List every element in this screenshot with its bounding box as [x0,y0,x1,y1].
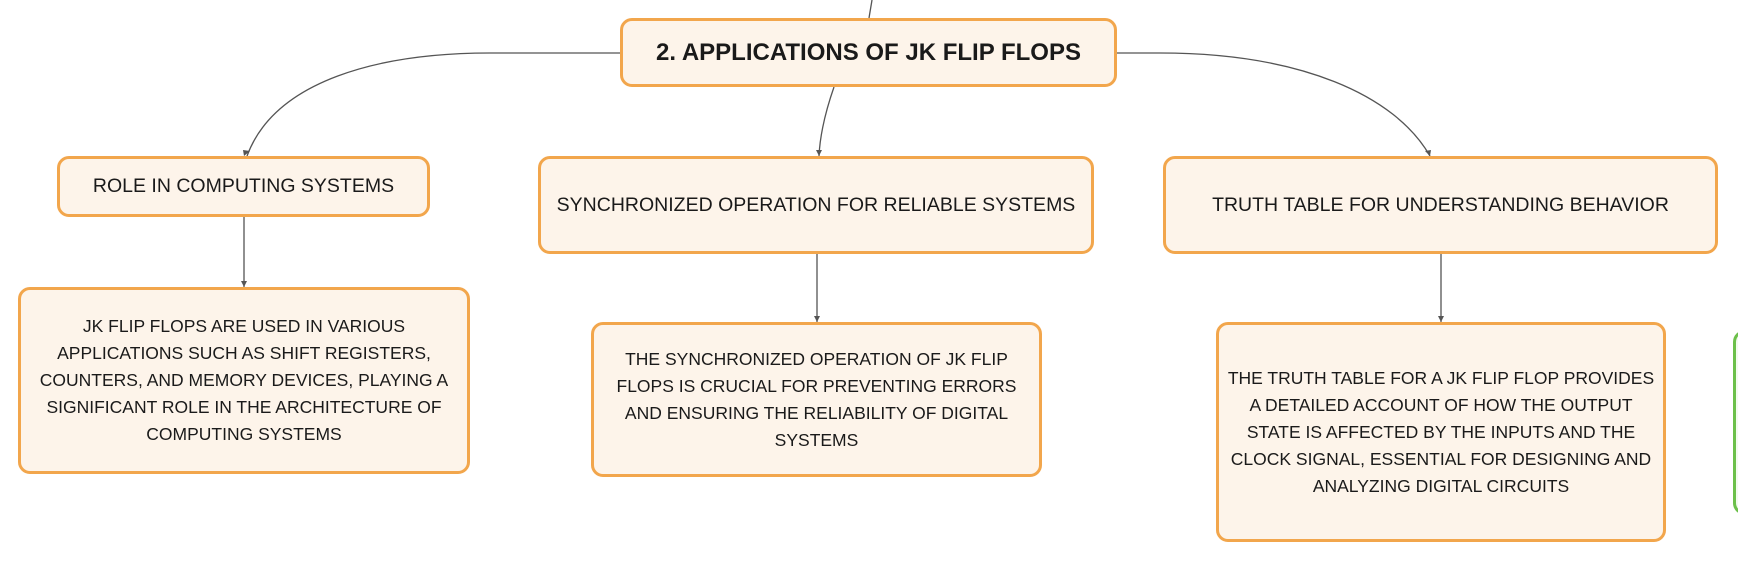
topic-node-role-in-computing[interactable]: ROLE IN COMPUTING SYSTEMS [57,156,430,217]
arrowhead-sync [816,150,822,156]
arrowhead-role-detail [241,281,247,287]
connector-root-to-role [246,52,620,157]
connector-root-to-truth [1117,52,1431,157]
arrowhead-sync-detail [814,316,820,322]
connector-parent-to-root [868,0,873,19]
detail-text: THE SYNCHRONIZED OPERATION OF JK FLIP FL… [616,348,1017,450]
topic-label: SYNCHRONIZED OPERATION FOR RELIABLE SYST… [556,193,1076,216]
topic-node-truth-table[interactable]: TRUTH TABLE FOR UNDERSTANDING BEHAVIOR [1163,156,1718,254]
root-node[interactable]: 2. APPLICATIONS OF JK FLIP FLOPS [620,18,1117,87]
connector-root-to-sync [818,86,835,157]
detail-node-role-in-computing[interactable]: JK FLIP FLOPS ARE USED IN VARIOUS APPLIC… [18,287,470,474]
root-title: 2. APPLICATIONS OF JK FLIP FLOPS [656,38,1081,66]
topic-node-synchronized-operation[interactable]: SYNCHRONIZED OPERATION FOR RELIABLE SYST… [538,156,1094,254]
arrowhead-role [243,150,250,156]
detail-node-synchronized-operation[interactable]: THE SYNCHRONIZED OPERATION OF JK FLIP FL… [591,322,1042,477]
offscreen-node-partial[interactable] [1733,330,1738,515]
topic-label: TRUTH TABLE FOR UNDERSTANDING BEHAVIOR [1212,193,1669,216]
arrowhead-truth-detail [1438,316,1444,322]
arrowhead-truth [1425,150,1431,156]
topic-label: ROLE IN COMPUTING SYSTEMS [92,175,395,197]
detail-text: THE TRUTH TABLE FOR A JK FLIP FLOP PROVI… [1227,367,1655,496]
detail-node-truth-table[interactable]: THE TRUTH TABLE FOR A JK FLIP FLOP PROVI… [1216,322,1666,542]
detail-text: JK FLIP FLOPS ARE USED IN VARIOUS APPLIC… [39,316,449,444]
